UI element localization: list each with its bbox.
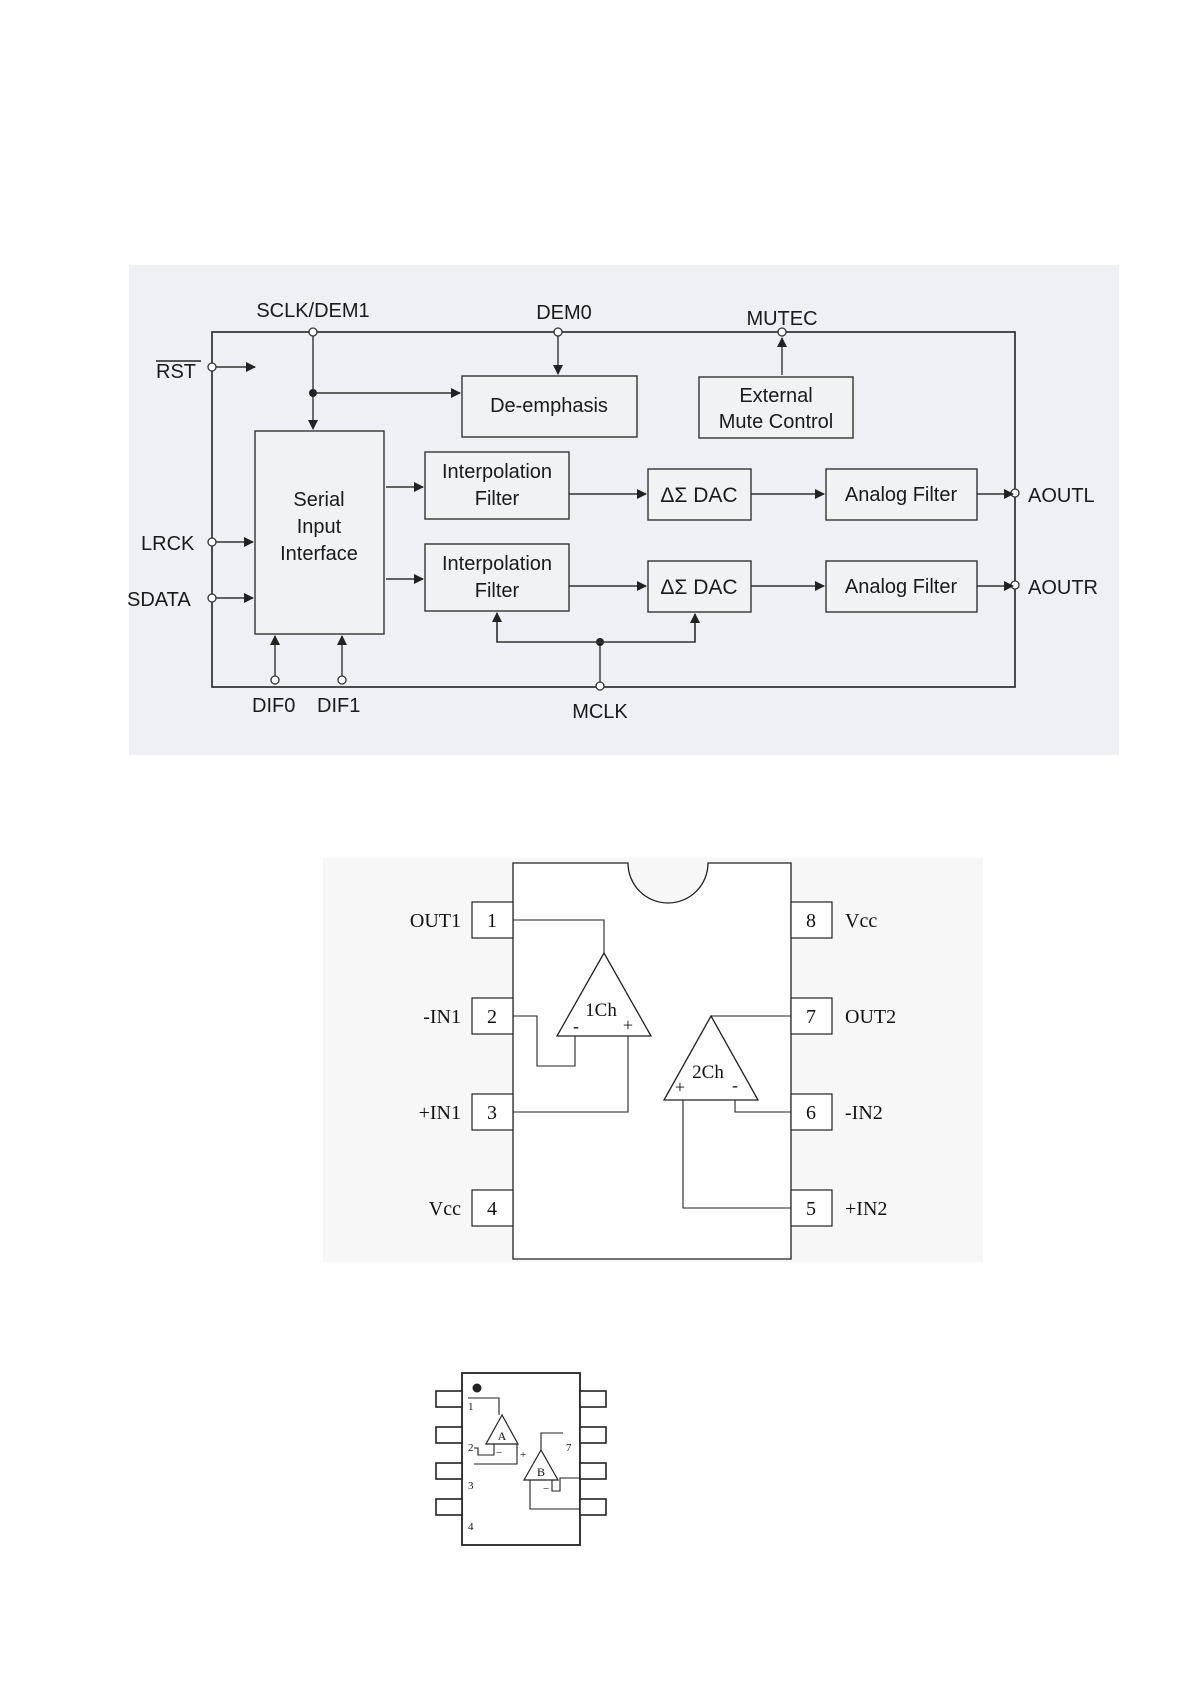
pin-num-4: 4: [487, 1198, 497, 1220]
serial-label-line3: Interface: [280, 543, 358, 565]
ext-mute-label-line2: Mute Control: [719, 411, 834, 433]
pin-label-minus-in1: -IN1: [423, 1006, 461, 1028]
small-pin-7: 7: [566, 1442, 572, 1454]
small-pin-2: 2: [468, 1442, 474, 1454]
small-package-diagram: 1 2 3 4 7 A + − B −: [436, 1373, 606, 1545]
pin-label-mutec: MUTEC: [746, 308, 817, 330]
pin-label-plus-in2: +IN2: [845, 1198, 887, 1220]
pin-label-dif0: DIF0: [252, 695, 295, 717]
interp-r-line1: Interpolation: [442, 553, 552, 575]
pin-label-out1: OUT1: [410, 910, 461, 932]
small-amp-a-label: A: [498, 1429, 507, 1443]
small-amp-b-label: B: [537, 1465, 545, 1479]
dac-block-diagram: SCLK/DEM1 DEM0 MUTEC RST LRCK SDATA DIF0…: [127, 265, 1119, 755]
small-package-right-leads: [580, 1391, 606, 1515]
op-amp-1ch-label: 1Ch: [585, 1000, 617, 1021]
dac-l-label: ΔΣ DAC: [660, 484, 737, 507]
small-amp-a-minus: −: [496, 1447, 502, 1459]
pin-label-plus-in1: +IN1: [419, 1102, 461, 1124]
small-amp-a-plus: +: [520, 1449, 526, 1461]
serial-label-line2: Input: [297, 516, 342, 538]
pin-label-dif1: DIF1: [317, 695, 360, 717]
pin1-marker-dot: [473, 1384, 482, 1393]
deemphasis-label: De-emphasis: [490, 395, 608, 417]
small-amp-b-minus: −: [543, 1483, 549, 1495]
dip-package-body: [513, 863, 791, 1259]
pin-label-aoutr: AOUTR: [1028, 577, 1098, 599]
pin-label-sdata: SDATA: [127, 589, 191, 611]
pin-label-out2: OUT2: [845, 1006, 896, 1028]
pin-label-sclk-dem1: SCLK/DEM1: [256, 300, 369, 322]
pin-label-dem0: DEM0: [536, 302, 592, 324]
interp-r-line2: Filter: [475, 580, 520, 602]
pin-label-mclk: MCLK: [572, 701, 628, 723]
pin-label-lrck: LRCK: [141, 533, 195, 555]
small-pin-1: 1: [468, 1401, 474, 1413]
op-amp-1ch-plus: +: [623, 1015, 633, 1035]
small-package-left-leads: [436, 1391, 462, 1515]
small-pin-4: 4: [468, 1521, 474, 1533]
op-amp-1ch-minus: -: [573, 1016, 579, 1036]
analog-filter-r-label: Analog Filter: [845, 576, 958, 598]
pin-label-rst: RST: [156, 361, 196, 383]
ext-mute-label-line1: External: [739, 385, 812, 407]
analog-filter-l-label: Analog Filter: [845, 484, 958, 506]
pin-num-8: 8: [806, 910, 816, 932]
pin-label-minus-in2: -IN2: [845, 1102, 883, 1124]
small-pin-3: 3: [468, 1480, 474, 1492]
pin-label-vcc-left: Vcc: [429, 1198, 461, 1220]
pin-num-3: 3: [487, 1102, 497, 1124]
interp-l-line1: Interpolation: [442, 461, 552, 483]
pin-num-1: 1: [487, 910, 497, 932]
pin-num-6: 6: [806, 1102, 816, 1124]
op-amp-2ch-label: 2Ch: [692, 1062, 724, 1083]
op-amp-2ch-minus: -: [732, 1075, 738, 1095]
op-amp-2ch-plus: +: [675, 1077, 685, 1097]
interp-l-line2: Filter: [475, 488, 520, 510]
pin-label-aoutl: AOUTL: [1028, 485, 1095, 507]
serial-label-line1: Serial: [293, 489, 344, 511]
dac-r-label: ΔΣ DAC: [660, 576, 737, 599]
pin-num-7: 7: [806, 1006, 816, 1028]
pin-num-2: 2: [487, 1006, 497, 1028]
dip8-pinout-diagram: 1 2 3 4 OUT1 -IN1 +IN1 Vcc 8 7 6 5 Vcc O…: [323, 858, 983, 1262]
pin-label-vcc-right: Vcc: [845, 910, 877, 932]
pin-num-5: 5: [806, 1198, 816, 1220]
